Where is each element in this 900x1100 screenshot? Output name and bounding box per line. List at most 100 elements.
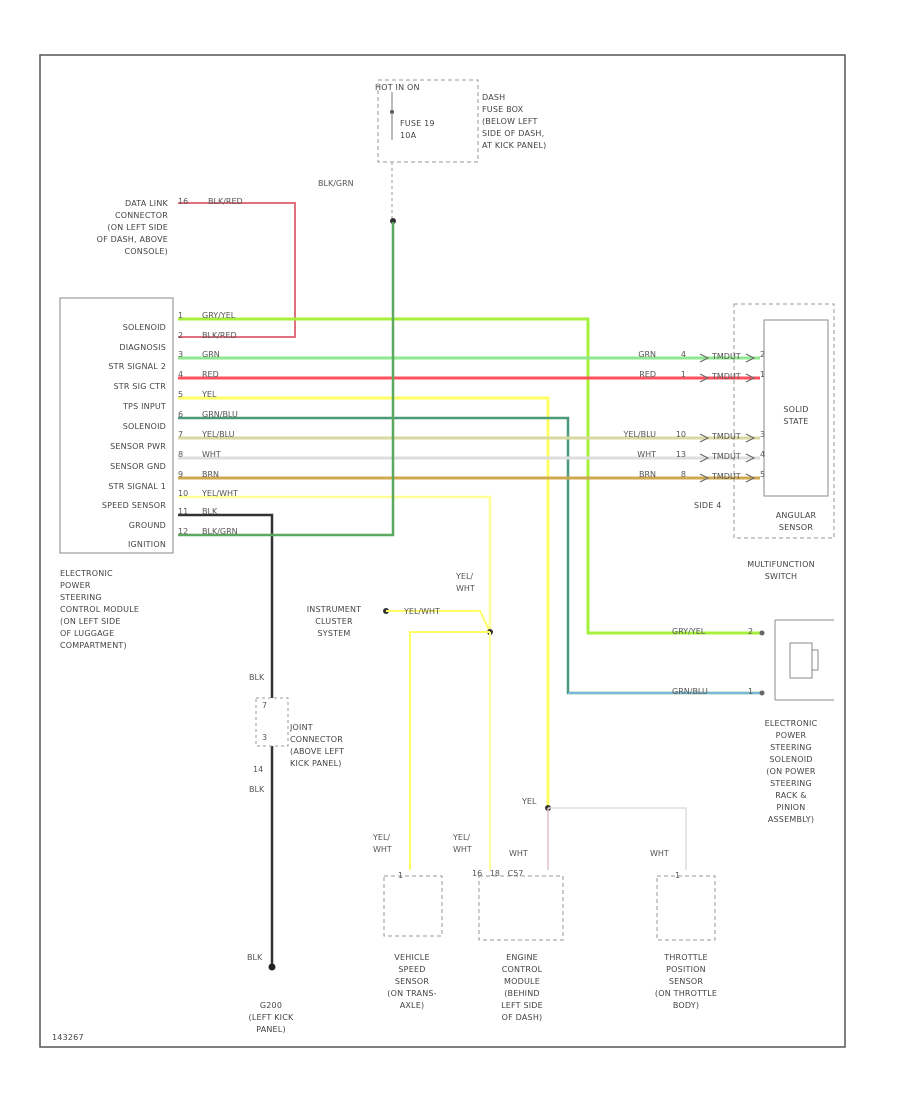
wire-gry-yel [178, 317, 760, 635]
wire-yel [178, 396, 550, 808]
eps-solenoid-shape [774, 619, 834, 701]
angular-sensor-label: ANGULAR SENSOR [775, 511, 817, 532]
mf-pin-a: 13 [675, 450, 686, 459]
solenoid-pin-1 [759, 690, 765, 696]
module-wire-label: WHT [202, 450, 221, 459]
blk-label-mid: BLK [249, 785, 265, 794]
module-pin: 8 [178, 450, 184, 459]
module-row-label: SPEED SENSOR [101, 501, 166, 510]
wire-wht-tps [548, 807, 687, 870]
tps-pin: 1 [675, 871, 681, 880]
fuse-hot-label: HOT IN ON [375, 83, 420, 92]
dlc-desc: DATA LINK CONNECTOR (ON LEFT SIDE OF DAS… [96, 199, 168, 256]
module-pin: 6 [178, 410, 184, 419]
module-wire-label: YEL/BLU [202, 430, 235, 439]
wire-label-dlc: BLK/RED [208, 197, 243, 206]
diagram-code: 143267 [52, 1033, 84, 1042]
multifunction-connector-label: SIDE 4 [694, 501, 722, 510]
module-wire-label: YEL/WHT [202, 489, 238, 498]
ecm-desc: ENGINE CONTROL MODULE (BEHIND LEFT SIDE … [501, 953, 543, 1022]
module-wire-label: YEL [202, 390, 217, 399]
blk-label-top: BLK [249, 673, 265, 682]
dlc-pin: 16 [178, 197, 189, 206]
mf-pin-b: 3 [760, 430, 766, 439]
mf-pin-b: 1 [760, 370, 766, 379]
module-wire-label: BLK [202, 507, 218, 516]
mf-terminal-label: TMDUT [712, 432, 741, 441]
wire-blk-ground [178, 513, 274, 698]
mf-pin-a: 1 [680, 370, 686, 379]
mf-terminal-label: TMDUT [712, 352, 741, 361]
module-wire-label: BRN [202, 470, 220, 479]
eps-solenoid-desc: ELECTRONIC POWER STEERING SOLENOID (ON P… [764, 719, 818, 824]
blk-label-bot: BLK [247, 953, 263, 962]
joint-pin-id: 14 [253, 765, 264, 774]
cluster-wire-label: YEL/WHT [404, 607, 440, 616]
ground-point [268, 963, 276, 971]
module-row-label: GROUND [128, 521, 166, 530]
ground-desc: G200 (LEFT KICK PANEL) [248, 1001, 294, 1034]
mf-pin-a: 8 [680, 470, 686, 479]
tps-box [656, 875, 716, 941]
eps-module-box [59, 297, 174, 554]
ecm-box [478, 875, 564, 941]
solenoid-wire-2: GRN/BLU [672, 687, 708, 696]
joint-connector-box [255, 697, 289, 747]
module-wire-label: RED [202, 370, 219, 379]
eps-module-desc: ELECTRONIC POWER STEERING CONTROL MODULE… [60, 569, 140, 650]
mf-wire-label: RED [639, 370, 656, 379]
multifunction-terminals [699, 353, 756, 483]
module-row-label: TPS INPUT [122, 402, 166, 411]
joint-pin-bot: 3 [262, 733, 268, 742]
module-pin: 4 [178, 370, 184, 379]
solid-state-label: SOLID STATE [783, 405, 809, 426]
module-row-label: SENSOR GND [110, 462, 166, 471]
module-pin: 9 [178, 470, 184, 479]
fuse-box-outline [377, 79, 479, 163]
module-pin: 5 [178, 390, 184, 399]
module-pin: 7 [178, 430, 184, 439]
fuse-splice [390, 218, 396, 224]
module-row-label: STR SIGNAL 2 [108, 362, 166, 371]
wire-blk-red-dlc [178, 202, 296, 338]
mf-pin-a: 4 [680, 350, 686, 359]
module-row-label: STR SIG CTR [113, 382, 166, 391]
solenoid-wire-1: GRY/YEL [672, 627, 706, 636]
mf-pin-b: 5 [760, 470, 766, 479]
module-row-label: IGNITION [127, 540, 166, 549]
wire-yel-wht [178, 495, 492, 632]
mf-terminal-label: TMDUT [712, 372, 741, 381]
mf-pin-b: 4 [760, 450, 766, 459]
diagram-frame [39, 54, 846, 1048]
module-pin: 10 [178, 489, 189, 498]
vss-wire-label: YEL/ WHT [373, 833, 392, 854]
fuse-box-desc: DASH FUSE BOX (BELOW LEFT SIDE OF DASH, … [482, 93, 547, 150]
mf-pin-b: 2 [760, 350, 766, 359]
wire-yel-wht-cluster [386, 610, 491, 633]
tps-desc: THROTTLE POSITION SENSOR (ON THROTTLE BO… [654, 953, 718, 1010]
ecm-wire-label-2: WHT [509, 849, 528, 858]
module-pin: 12 [178, 527, 189, 536]
module-row-label: STR SIGNAL 1 [108, 482, 166, 491]
cluster-desc: INSTRUMENT CLUSTER SYSTEM [306, 605, 362, 638]
multifunction-desc: MULTIFUNCTION SWITCH [747, 560, 815, 581]
vss-box [383, 875, 443, 937]
solenoid-pin-2 [759, 630, 765, 636]
tps-wire-label: WHT [650, 849, 669, 858]
solenoid-pin-1-label: 2 [748, 627, 754, 636]
mf-terminal-label: TMDUT [712, 472, 741, 481]
multifunction-box [733, 303, 835, 539]
mf-wire-label: GRN [638, 350, 656, 359]
ecm-pins: 16 18 C57 [472, 869, 524, 878]
solid-state-box [763, 319, 829, 497]
module-pin: 1 [178, 311, 184, 320]
fuse-number: FUSE 19 [400, 119, 435, 128]
ecm-wire-label-1: YEL/ WHT [453, 833, 472, 854]
wire-yel-wht-vss [409, 631, 490, 870]
solenoid-pin-2-label: 1 [748, 687, 754, 696]
module-pin: 3 [178, 350, 184, 359]
mf-wire-label: YEL/BLU [623, 430, 657, 439]
module-row-label: SOLENOID [122, 422, 166, 431]
mf-terminal-label: TMDUT [712, 452, 741, 461]
